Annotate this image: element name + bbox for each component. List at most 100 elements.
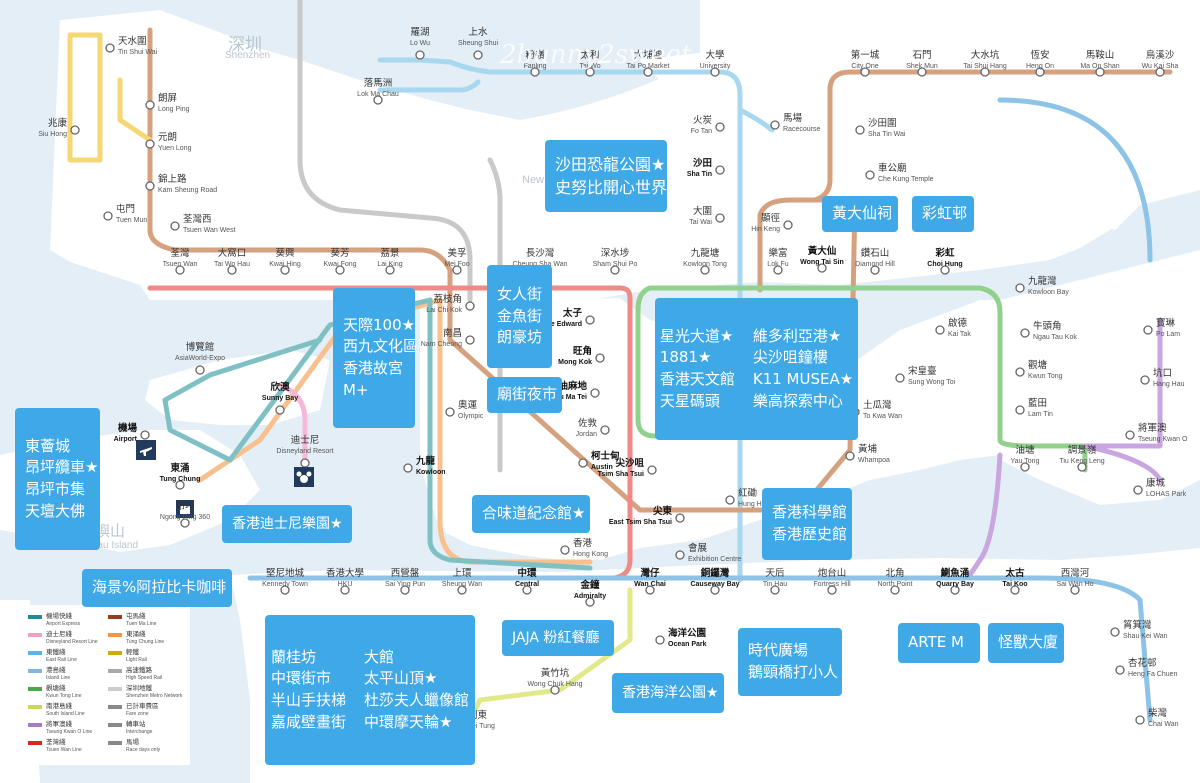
station-marker-diamond-hill[interactable]: [870, 265, 880, 275]
station-marker-kwun-tong[interactable]: [1015, 367, 1025, 377]
station-marker-quarry-bay[interactable]: [950, 585, 960, 595]
station-marker-lai-chi-kok[interactable]: [465, 301, 475, 311]
attraction-callout[interactable]: 香港海洋公園★: [612, 673, 724, 713]
station-marker-choi-hung[interactable]: [940, 265, 950, 275]
station-marker-kwai-hing[interactable]: [280, 265, 290, 275]
station-marker-admiralty[interactable]: [585, 597, 595, 607]
attraction-callout[interactable]: 怪獸大廈: [988, 623, 1064, 663]
attraction-callout[interactable]: 女人街金魚街朗豪坊: [487, 265, 552, 368]
station-marker-tsuen-wan[interactable]: [175, 265, 185, 275]
attraction-callout[interactable]: 沙田恐龍公園★史努比開心世界: [545, 140, 667, 212]
attraction-callout[interactable]: 海景%阿拉比卡咖啡: [82, 569, 232, 607]
station-marker-po-lam[interactable]: [1143, 325, 1153, 335]
attraction-callout[interactable]: JAJA 粉紅餐廳: [502, 620, 614, 656]
station-marker-sunny-bay[interactable]: [275, 405, 285, 415]
station-marker-fortress-hill[interactable]: [827, 585, 837, 595]
station-marker-lo-wu[interactable]: [415, 50, 425, 60]
attraction-callout[interactable]: 廟街夜市: [487, 377, 562, 413]
station-marker-hku[interactable]: [340, 585, 350, 595]
station-marker-mei-foo[interactable]: [452, 265, 462, 275]
station-marker-tseung-kwan-o[interactable]: [1125, 430, 1135, 440]
station-marker-exhibition-centre[interactable]: [675, 550, 685, 560]
station-marker-tai-shui-hang[interactable]: [980, 67, 990, 77]
station-marker-nam-cheong[interactable]: [465, 335, 475, 345]
station-marker-tai-wo[interactable]: [585, 67, 595, 77]
station-marker-fo-tan[interactable]: [715, 122, 725, 132]
station-marker-ngau-tau-kok[interactable]: [1020, 328, 1030, 338]
station-marker-tai-po-market[interactable]: [643, 67, 653, 77]
attraction-callout[interactable]: 東薈城昂坪纜車★昂坪市集天壇大佛: [15, 408, 100, 550]
attraction-callout[interactable]: 時代廣場鵝頸橋打小人: [738, 628, 842, 696]
station-marker-kowloon-bay[interactable]: [1015, 283, 1025, 293]
station-marker-kai-tak[interactable]: [935, 325, 945, 335]
station-marker-sham-shui-po[interactable]: [610, 265, 620, 275]
station-marker-hin-keng[interactable]: [783, 220, 793, 230]
station-marker-central[interactable]: [522, 585, 532, 595]
attraction-callout-group[interactable]: 蘭桂坊中環街市半山手扶梯嘉咸壁畫街大館太平山頂★杜莎夫人蠟像館中環摩天輪★: [265, 615, 475, 765]
station-marker-city-one[interactable]: [860, 67, 870, 77]
station-marker-sai-wan-ho[interactable]: [1070, 585, 1080, 595]
station-marker-sung-wong-toi[interactable]: [895, 373, 905, 383]
station-marker-yau-ma-tei[interactable]: [590, 388, 600, 398]
station-marker-wu-kai-sha[interactable]: [1155, 67, 1165, 77]
station-marker-hang-hau[interactable]: [1140, 375, 1150, 385]
station-marker-lai-king[interactable]: [385, 265, 395, 275]
station-marker-kowloon[interactable]: [403, 463, 413, 473]
station-marker-chai-wan[interactable]: [1135, 715, 1145, 725]
station-marker-sha-tin[interactable]: [715, 165, 725, 175]
station-marker-ngong-ping-360[interactable]: [180, 518, 190, 528]
station-marker-tuen-mun[interactable]: [103, 211, 113, 221]
station-marker-yuen-long[interactable]: [145, 139, 155, 149]
station-marker-che-kung-temple[interactable]: [865, 170, 875, 180]
station-marker-sai-ying-pun[interactable]: [400, 585, 410, 595]
attraction-callout[interactable]: 香港科學館香港歷史館: [762, 488, 852, 560]
station-marker-wan-chai[interactable]: [645, 585, 655, 595]
station-marker-shau-kei-wan[interactable]: [1110, 627, 1120, 637]
station-marker-racecourse[interactable]: [770, 120, 780, 130]
station-marker-mong-kok[interactable]: [595, 353, 605, 363]
station-marker-sheung-wan[interactable]: [457, 585, 467, 595]
station-marker-tin-hau[interactable]: [770, 585, 780, 595]
station-marker-jordan[interactable]: [600, 425, 610, 435]
station-marker-heng-fa-chuen[interactable]: [1115, 665, 1125, 675]
station-marker-ocean-park[interactable]: [655, 635, 665, 645]
attraction-callout[interactable]: 黃大仙祠: [822, 196, 898, 232]
attraction-callout[interactable]: 合味道紀念館★: [472, 495, 590, 533]
station-marker-disneyland-resort[interactable]: [300, 458, 310, 468]
station-marker-tai-koo[interactable]: [1010, 585, 1020, 595]
station-marker-siu-hong[interactable]: [70, 125, 80, 135]
station-marker-yau-tong[interactable]: [1020, 462, 1030, 472]
station-marker-tung-chung[interactable]: [175, 480, 185, 490]
station-marker-sha-tin-wai[interactable]: [855, 125, 865, 135]
station-marker-heng-on[interactable]: [1035, 67, 1045, 77]
station-marker-kam-sheung-road[interactable]: [145, 181, 155, 191]
attraction-callout[interactable]: ARTE M: [898, 623, 980, 663]
station-marker-tai-wo-hau[interactable]: [227, 265, 237, 275]
attraction-callout[interactable]: 香港迪士尼樂園★: [222, 505, 352, 543]
station-marker-lok-ma-chau[interactable]: [373, 95, 383, 105]
station-marker-wong-tai-sin[interactable]: [817, 263, 827, 273]
station-marker-tin-shui-wai[interactable]: [105, 43, 115, 53]
station-marker-hong-kong[interactable]: [560, 545, 570, 555]
station-marker-kennedy-town[interactable]: [280, 585, 290, 595]
station-marker-airport[interactable]: [140, 430, 150, 440]
station-marker-tai-wai[interactable]: [715, 213, 725, 223]
attraction-callout[interactable]: 彩虹邨: [912, 196, 974, 232]
station-marker-tsim-sha-tsui[interactable]: [647, 465, 657, 475]
station-marker-lam-tin[interactable]: [1015, 405, 1025, 415]
station-marker-lohas-park[interactable]: [1133, 485, 1143, 495]
station-marker-lok-fu[interactable]: [773, 265, 783, 275]
station-marker-fanling[interactable]: [530, 67, 540, 77]
station-marker-long-ping[interactable]: [145, 100, 155, 110]
station-marker-austin[interactable]: [578, 458, 588, 468]
station-marker-ma-on-shan[interactable]: [1095, 67, 1105, 77]
station-marker-sheung-shui[interactable]: [473, 50, 483, 60]
station-marker-olympic[interactable]: [445, 407, 455, 417]
station-marker-causeway-bay[interactable]: [710, 585, 720, 595]
station-marker-east-tsim-sha-tsui[interactable]: [675, 513, 685, 523]
station-marker-university[interactable]: [710, 67, 720, 77]
station-marker-tiu-keng-leng[interactable]: [1077, 462, 1087, 472]
station-marker-prince-edward[interactable]: [585, 315, 595, 325]
